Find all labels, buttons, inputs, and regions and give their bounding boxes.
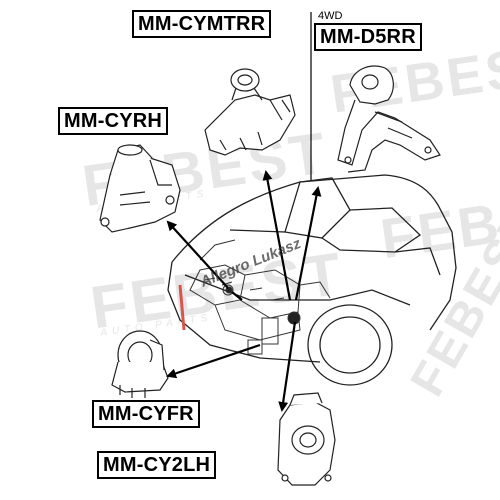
part-mm-cymtrr-drawing — [204, 68, 296, 156]
part-label-mm-cyrh: MM-CYRH — [58, 107, 169, 135]
part-label-mm-cy2lh: MM-CY2LH — [97, 451, 217, 479]
red-accent-mark — [178, 284, 186, 331]
part-mm-cyrh-drawing — [99, 144, 181, 233]
part-label-mm-d5rr: MM-D5RR — [314, 23, 422, 51]
arrow-to-cyfr — [166, 343, 261, 379]
part-label-mm-cymtrr: MM-CYMTRR — [132, 10, 272, 38]
part-label-mm-cyfr: MM-CYFR — [92, 400, 200, 428]
part-mm-cy2lh-drawing — [277, 392, 336, 486]
car-body-outline — [167, 174, 457, 386]
arrow-to-cymtrr — [262, 170, 292, 301]
arrow-from-logo — [231, 291, 243, 301]
arrow-to-cyrh — [166, 220, 229, 289]
arrow-to-cy2lh — [278, 321, 297, 412]
arrow-to-d5rr — [294, 186, 322, 301]
part-mm-cyfr-drawing — [111, 330, 169, 398]
drive-type-tag: 4WD — [318, 10, 343, 22]
part-mm-d5rr-drawing — [337, 65, 441, 173]
leader-arrows — [166, 170, 322, 412]
